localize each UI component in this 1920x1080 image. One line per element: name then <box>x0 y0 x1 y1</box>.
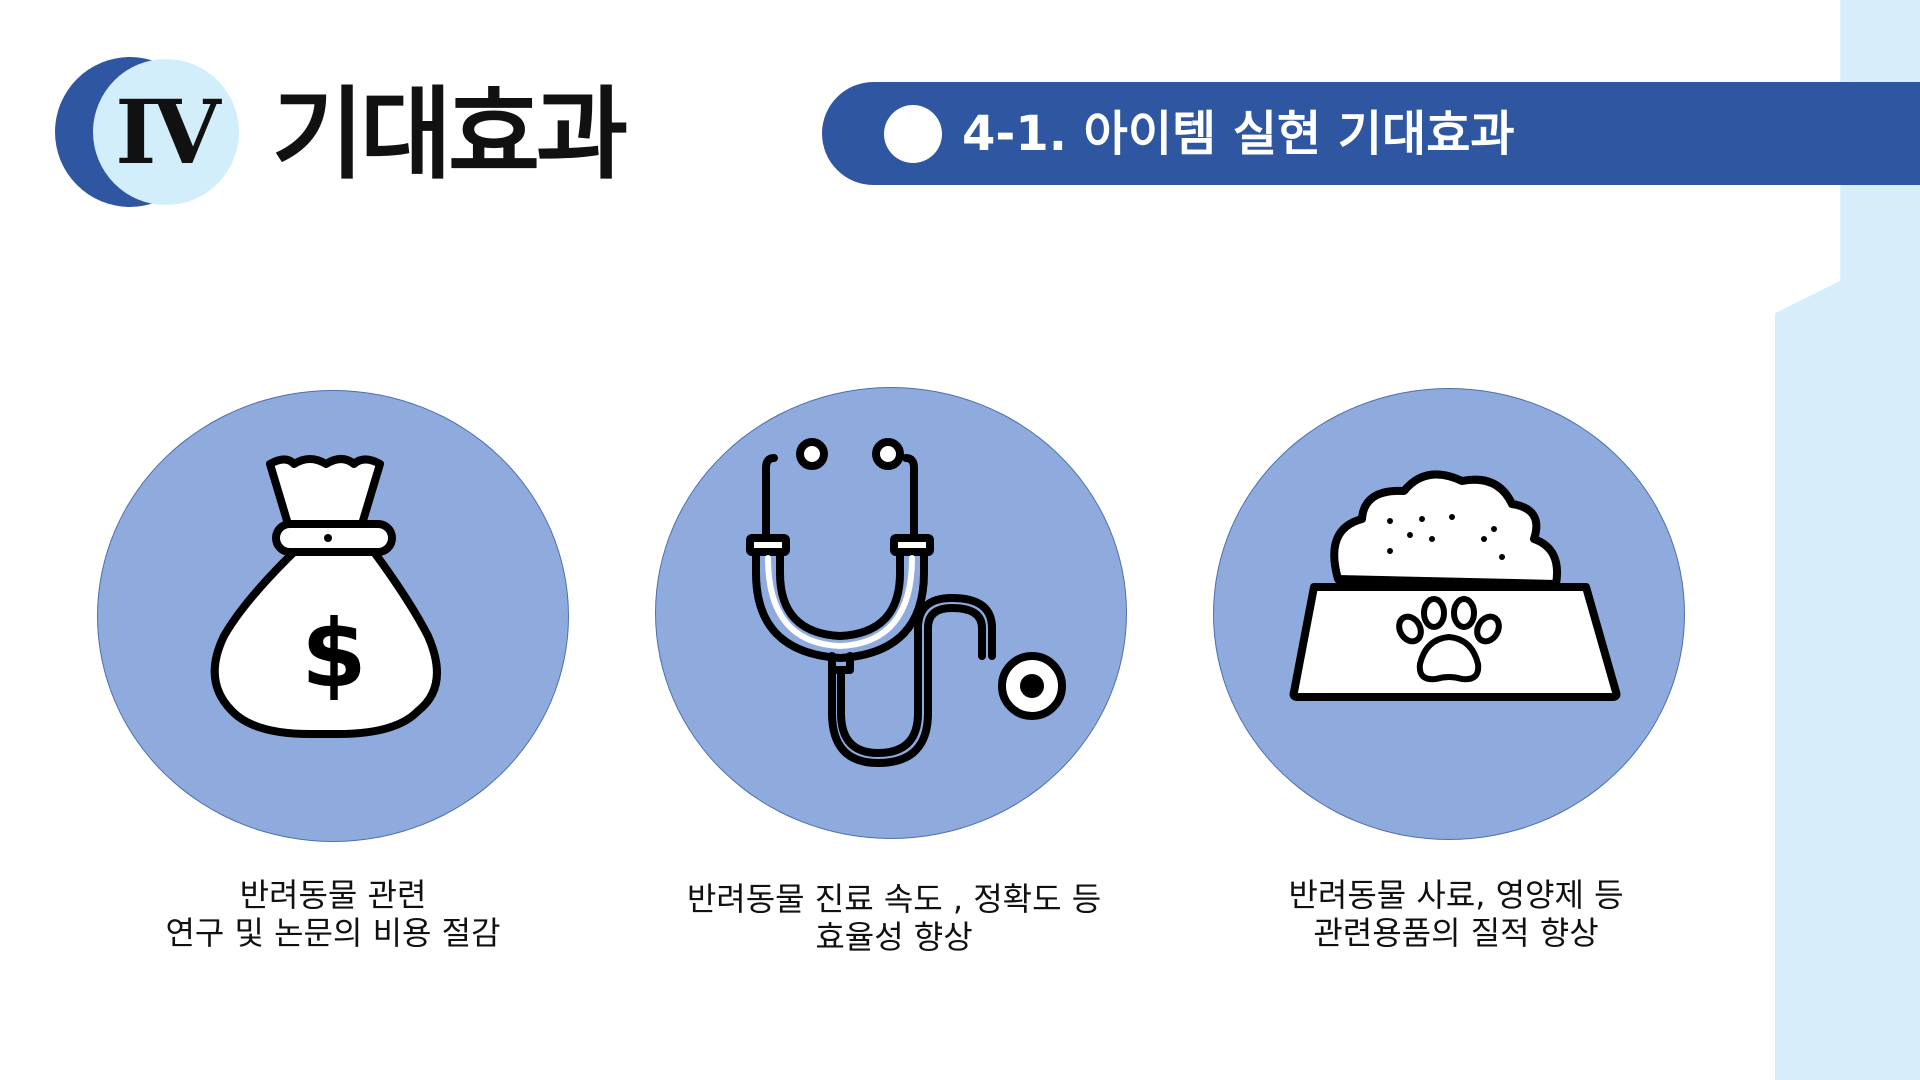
card-circle-products <box>1213 388 1685 840</box>
caption-line: 반려동물 사료, 영양제 등 <box>1288 876 1624 914</box>
section-number-badge: IV <box>55 57 245 207</box>
page-title: 기대효과 <box>272 76 628 193</box>
caption-line: 반려동물 진료 속도 , 정확도 등 <box>686 880 1102 918</box>
money-bag-icon: $ <box>210 455 441 738</box>
caption-line: 효율성 향상 <box>815 918 973 956</box>
pet-food-bowl-icon <box>1289 470 1621 701</box>
caption-line: 연구 및 논문의 비용 절감 <box>165 914 501 952</box>
caption-diagnosis: 반려동물 진료 속도 , 정확도 등 효율성 향상 <box>634 880 1154 956</box>
subsection-title: 4-1. 아이템 실현 기대효과 <box>962 106 1515 162</box>
card-circle-cost: $ <box>97 390 569 842</box>
caption-products: 반려동물 사료, 영양제 등 관련용품의 질적 향상 <box>1196 876 1716 952</box>
subsection-banner: 4-1. 아이템 실현 기대효과 <box>822 82 1920 185</box>
section-roman-numeral: IV <box>93 59 239 205</box>
caption-line: 관련용품의 질적 향상 <box>1313 914 1599 952</box>
card-circle-diagnosis <box>655 387 1127 839</box>
stethoscope-icon <box>746 438 1066 767</box>
dollar-sign: $ <box>301 600 366 709</box>
caption-line: 반려동물 관련 <box>239 876 427 914</box>
caption-cost: 반려동물 관련 연구 및 논문의 비용 절감 <box>73 876 593 952</box>
banner-bullet-icon <box>884 105 942 163</box>
